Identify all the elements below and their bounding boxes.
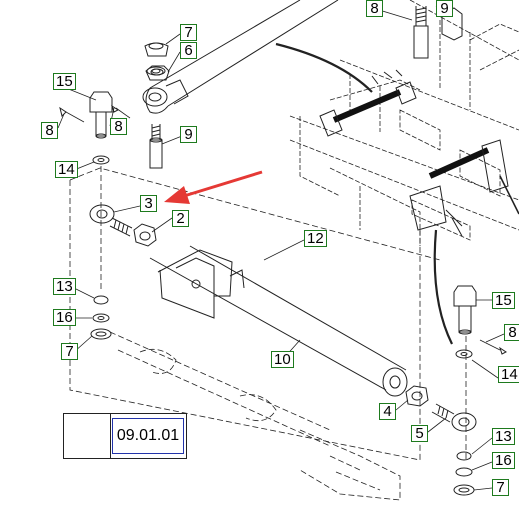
callout-3[interactable]: 3 [140, 195, 157, 212]
washer-14 [92, 155, 110, 165]
callout-4[interactable]: 4 [379, 403, 396, 420]
page-reference-code[interactable]: 09.01.01 [112, 418, 184, 454]
background-frame [289, 0, 519, 246]
nut-4 [405, 385, 429, 407]
washer-13-left [93, 295, 109, 305]
callout-7-left[interactable]: 7 [61, 343, 78, 360]
nut-7-right [453, 484, 475, 496]
highlight-arrow [164, 170, 263, 204]
callout-15-upper[interactable]: 15 [53, 73, 76, 90]
callout-8-right[interactable]: 8 [504, 324, 519, 341]
callout-10[interactable]: 10 [271, 351, 294, 368]
washer-14-right [455, 349, 473, 359]
bolt-upper [149, 124, 163, 169]
callout-13-left[interactable]: 13 [53, 278, 76, 295]
washer-13-right [456, 451, 472, 461]
callout-6-top[interactable]: 6 [180, 42, 197, 59]
callout-5[interactable]: 5 [411, 425, 428, 442]
callout-7-top[interactable]: 7 [180, 24, 197, 41]
callout-8-top[interactable]: 8 [366, 0, 383, 17]
callout-14-upper[interactable]: 14 [55, 161, 78, 178]
callout-2[interactable]: 2 [172, 210, 189, 227]
callout-7-right[interactable]: 7 [492, 479, 509, 496]
upper-cylinder [142, 0, 373, 114]
bolt-top-right [413, 6, 463, 59]
lower-shaft [109, 331, 401, 501]
hydraulic-hose [433, 229, 453, 345]
valve-upper [319, 69, 417, 137]
callout-9-top[interactable]: 9 [436, 0, 453, 17]
nut-2 [133, 223, 157, 247]
bolt-15-upper [59, 91, 131, 139]
callout-16-left[interactable]: 16 [53, 309, 76, 326]
callout-14-right[interactable]: 14 [498, 366, 519, 383]
eye-bolt-3 [89, 204, 133, 237]
callout-8-middle[interactable]: 8 [110, 118, 127, 135]
main-cylinder [149, 245, 408, 397]
washer-16-right [455, 467, 473, 477]
callout-15-right[interactable]: 15 [492, 292, 515, 309]
callout-16-right[interactable]: 16 [492, 452, 515, 469]
leader-lines [57, 5, 505, 491]
nut-7-left [90, 328, 112, 340]
callout-9-middle[interactable]: 9 [180, 126, 197, 143]
page-reference-box[interactable]: 09.01.01 [63, 413, 187, 459]
bolt-15-right [453, 285, 507, 355]
washer-16-left [92, 313, 110, 323]
view-cell [64, 414, 111, 458]
callout-13-right[interactable]: 13 [492, 428, 515, 445]
callout-12[interactable]: 12 [304, 230, 327, 247]
callout-8-left[interactable]: 8 [41, 122, 58, 139]
eye-bolt-5 [431, 403, 477, 432]
valve-lower [409, 139, 519, 237]
